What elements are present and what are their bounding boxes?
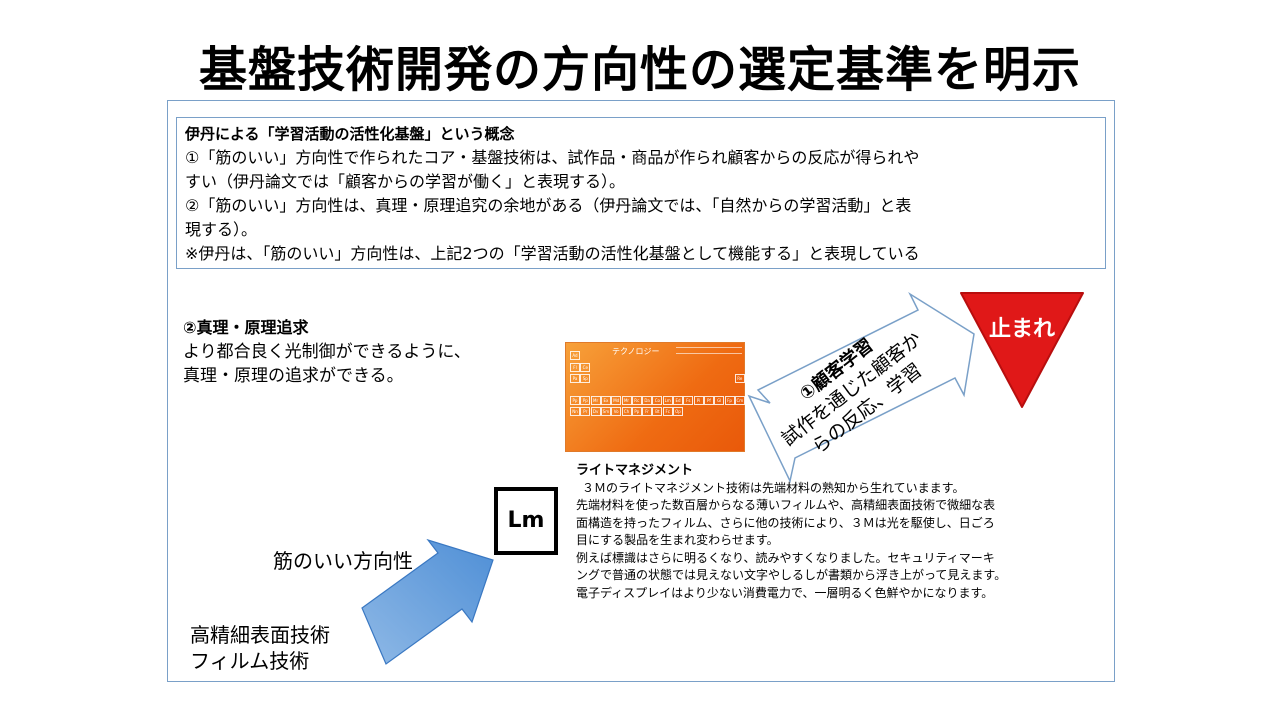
periodic-cell: Cm xyxy=(734,395,745,405)
periodic-cell: Nn xyxy=(570,407,580,416)
truth-line: 真理・原理の追求ができる。 xyxy=(183,366,404,386)
periodic-cell: Pp xyxy=(631,407,642,416)
periodic-cell: Dv xyxy=(590,407,601,416)
periodic-cell: Pp xyxy=(580,395,591,405)
direction-label: 筋のいい方向性 xyxy=(273,549,413,573)
periodic-cell: Op xyxy=(673,407,683,416)
periodic-cell: Mr xyxy=(621,395,632,405)
periodic-cell: Gl xyxy=(714,395,725,405)
periodic-cell: Re xyxy=(734,374,745,383)
concept-line: ①「筋のいい」方向性で作られたコア・基盤技術は、試作品・商品が作られ顧客からの反… xyxy=(185,148,920,167)
periodic-cell: Co xyxy=(652,395,663,405)
light-management-line: 例えば標識はさらに明るくなり、読みやすくなりました。セキュリティマーキ xyxy=(576,550,995,565)
periodic-title: テクノロジー xyxy=(612,347,660,356)
periodic-cell: Pf xyxy=(703,395,714,405)
concept-line: ※伊丹は、「筋のいい」方向性は、上記2つの「学習活動の活性化基盤として機能する」… xyxy=(185,244,920,263)
technology-line: フィルム技術 xyxy=(190,649,310,673)
periodic-cell: Ce xyxy=(580,362,591,372)
periodic-cell: Lm xyxy=(662,395,673,405)
concept-box: 伊丹による「学習活動の活性化基盤」という概念 ①「筋のいい」方向性で作られたコア… xyxy=(176,117,1106,269)
periodic-cell: Mr xyxy=(590,395,601,405)
technology-line: 高精細表面技術 xyxy=(190,623,330,647)
concept-line: 現する）。 xyxy=(185,220,258,239)
truth-heading: ②真理・原理追求 xyxy=(183,318,309,337)
periodic-cell: Fr xyxy=(642,407,653,416)
periodic-cell: Bt xyxy=(652,407,663,416)
truth-principle-block: ②真理・原理追求 より都合良く光制御ができるように、 真理・原理の追求ができる。 xyxy=(183,316,471,388)
periodic-cell: Ex xyxy=(600,395,611,405)
slide-title: 基盤技術開発の方向性の選定基準を明示 xyxy=(198,42,1081,98)
concept-line: すい（伊丹論文では「顧客からの学習が働く」と表現する）。 xyxy=(185,172,626,191)
light-management-line: ングで普通の状態では見えない文字やしるしが書類から浮き上がって見えます。 xyxy=(576,568,1007,582)
periodic-subtitle-lines xyxy=(676,347,742,354)
concept-line: ②「筋のいい」方向性は、真理・原理追究の余地がある（伊丹論文では、「自然からの学… xyxy=(185,196,912,215)
periodic-cell: Fc xyxy=(662,407,673,416)
periodic-cell: Fl xyxy=(570,362,580,372)
periodic-cell: Ad xyxy=(570,351,580,360)
content-frame xyxy=(167,100,1115,682)
light-management-heading: ライトマネジメント xyxy=(576,463,694,478)
stop-sign-label: 止まれ xyxy=(988,317,1055,342)
periodic-cell: Pr xyxy=(580,407,591,416)
periodic-cell: Rc xyxy=(631,395,642,405)
periodic-cell: Ed xyxy=(673,395,683,405)
periodic-cell: Ch xyxy=(621,407,632,416)
periodic-cell: Md xyxy=(611,395,622,405)
periodic-cell: Pp xyxy=(570,395,580,405)
periodic-cell: Pi xyxy=(693,395,704,405)
periodic-cell: Pa xyxy=(570,374,580,383)
periodic-cell: Sm xyxy=(600,407,611,416)
lm-icon: Lm xyxy=(494,487,558,555)
concept-heading: 伊丹による「学習活動の活性化基盤」という概念 xyxy=(185,125,515,143)
light-management-description: ライトマネジメント ３Ｍのライトマネジメント技術は先端材料の熟知から生れていまま… xyxy=(576,462,1096,602)
light-management-line: ３Ｍのライトマネジメント技術は先端材料の熟知から生れていまます。 xyxy=(582,480,965,495)
stop-sign-icon: 止まれ xyxy=(953,289,1091,411)
periodic-cell: Da xyxy=(642,395,653,405)
light-management-line: 目にする製品を生まれ変わらせます。 xyxy=(576,533,779,547)
light-management-line: 面構造を持ったフィルム、さらに他の技術により、３Ｍは光を駆使し、日ごろ xyxy=(576,515,995,530)
light-management-line: 電子ディスプレイはより少ない消費電力で、一層明るく色鮮やかになります。 xyxy=(576,585,994,600)
truth-line: より都合良く光制御ができるように、 xyxy=(183,342,471,362)
light-management-line: 先端材料を使った数百層からなる薄いフィルムや、高精細表面技術で微細な表 xyxy=(576,498,996,512)
periodic-cell: Fs xyxy=(683,395,694,405)
periodic-cell: Sp xyxy=(580,374,591,383)
periodic-cell: Vo xyxy=(611,407,622,416)
technology-labels: 高精細表面技術 フィルム技術 xyxy=(190,622,330,674)
periodic-cell: Fp xyxy=(724,395,735,405)
